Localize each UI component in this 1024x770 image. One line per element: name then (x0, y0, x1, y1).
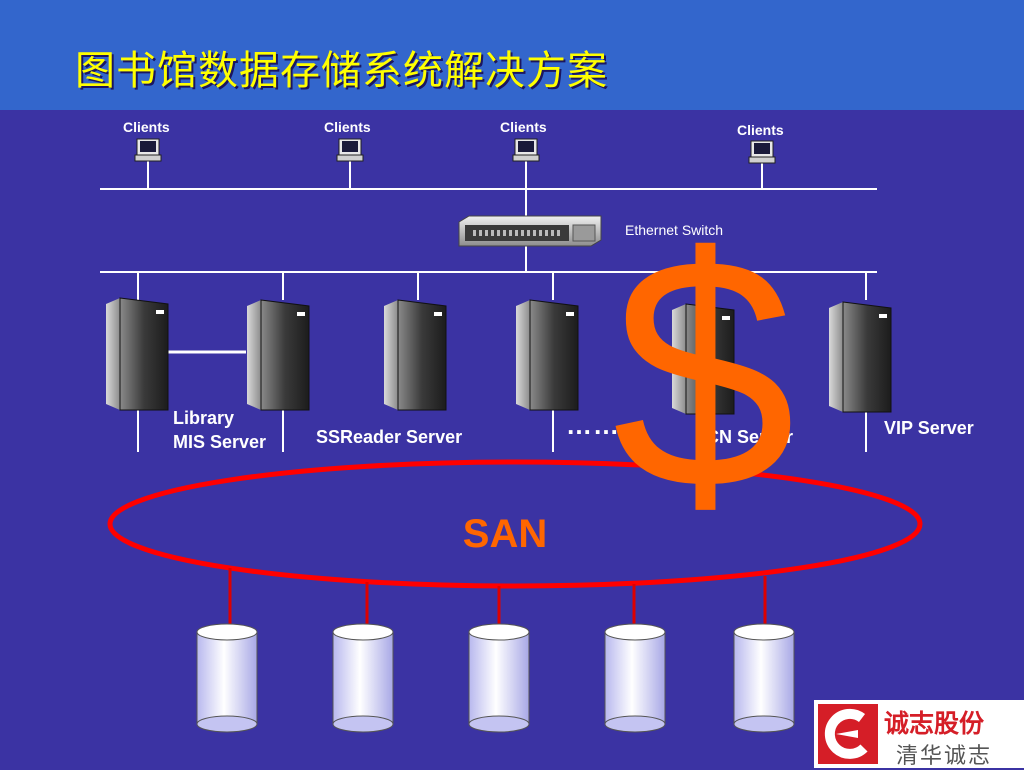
server-label-library: Library MIS Server (173, 406, 266, 454)
storage-disk-icon (332, 623, 394, 733)
server-tower-icon (672, 303, 735, 415)
logo-company-subname: 清华诚志 (896, 744, 993, 769)
server-label-line: MIS Server (173, 432, 267, 452)
company-logo: 诚志股份 清华诚志 (814, 700, 1024, 769)
client-computer-icon (512, 138, 540, 162)
client-label: Clients (324, 119, 371, 135)
server-label-cn: CN Server (706, 427, 794, 447)
client-computer-icon (336, 138, 364, 162)
server-label-ssreader: SSReader Server (316, 427, 463, 447)
ethernet-switch-icon (458, 215, 602, 247)
switch-label: Ethernet Switch (625, 222, 724, 238)
storage-disk-icon (468, 623, 530, 733)
server-label-line: Library (173, 408, 235, 428)
slide-title: 图书馆数据存储系统解决方案 (75, 48, 608, 94)
client-computer-icon (748, 140, 776, 164)
server-tower-icon (384, 299, 447, 411)
san-ring (107, 459, 923, 589)
logo-mark-icon (818, 704, 878, 764)
server-tower-icon (247, 299, 310, 411)
server-tower-icon (106, 297, 169, 411)
logo-company-name: 诚志股份 (884, 709, 985, 738)
client-label: Clients (123, 119, 170, 135)
dollar-sign-overlay: $ (612, 188, 796, 557)
server-tower-icon (516, 299, 579, 411)
storage-disk-icon (604, 623, 666, 733)
server-label-vip: VIP Server (884, 418, 974, 438)
server-tower-icon (829, 301, 892, 413)
storage-disk-icon (196, 623, 258, 733)
title-bar: 图书馆数据存储系统解决方案 (0, 0, 1024, 110)
more-servers-ellipsis: …… (566, 410, 620, 440)
client-computer-icon (134, 138, 162, 162)
san-label: SAN (462, 512, 548, 556)
client-label: Clients (500, 119, 547, 135)
storage-disk-icon (733, 623, 795, 733)
client-label: Clients (737, 122, 784, 138)
